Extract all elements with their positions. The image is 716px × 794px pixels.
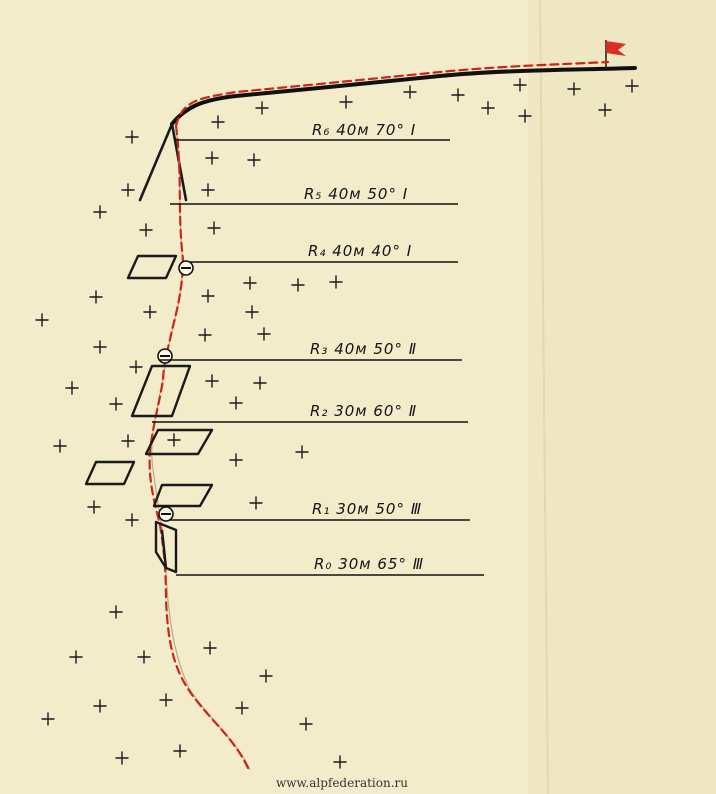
pitch-lines xyxy=(152,139,484,576)
pitch-labels: R₆ 40м 70° Ⅰ R₅ 40м 50° Ⅰ R₄ 40м 40° Ⅰ R… xyxy=(304,121,424,573)
scree-plus-mark xyxy=(229,453,243,467)
scree-plus-mark xyxy=(625,79,639,93)
scree-plus-mark xyxy=(567,82,581,96)
scree-plus-mark xyxy=(481,101,495,115)
scree-plus-mark xyxy=(203,641,217,655)
scree-plus-mark xyxy=(291,278,305,292)
scree-plus-mark xyxy=(65,381,79,395)
scree-plus-mark xyxy=(109,605,123,619)
pitch-label-r4: R₄ 40м 40° Ⅰ xyxy=(308,242,412,260)
scree-terrain-symbols xyxy=(35,78,639,769)
scree-plus-mark xyxy=(41,712,55,726)
scree-plus-mark xyxy=(173,744,187,758)
scree-plus-mark xyxy=(451,88,465,102)
paper-fold-crease xyxy=(539,0,549,794)
scree-plus-mark xyxy=(121,434,135,448)
scree-plus-mark xyxy=(115,751,129,765)
scree-plus-mark xyxy=(129,360,143,374)
scree-plus-mark xyxy=(207,221,221,235)
scree-plus-mark xyxy=(137,650,151,664)
scree-plus-mark xyxy=(159,693,173,707)
scree-plus-mark xyxy=(201,289,215,303)
scree-plus-mark xyxy=(299,717,313,731)
scree-plus-mark xyxy=(167,433,181,447)
red-dashed-route-line xyxy=(148,60,610,770)
scree-plus-mark xyxy=(53,439,67,453)
scree-plus-mark xyxy=(339,95,353,109)
scree-plus-mark xyxy=(121,183,135,197)
summit-ridge-line xyxy=(170,66,637,126)
scree-plus-mark xyxy=(255,101,269,115)
scree-plus-mark xyxy=(295,445,309,459)
pitch-label-r6: R₆ 40м 70° Ⅰ xyxy=(312,121,416,139)
anchor-icon xyxy=(158,506,174,522)
scree-plus-mark xyxy=(139,223,153,237)
scree-plus-mark xyxy=(235,701,249,715)
summit-flag-icon xyxy=(605,40,626,68)
scree-plus-mark xyxy=(93,205,107,219)
pitch-label-r1: R₁ 30м 50° Ⅲ xyxy=(312,500,422,518)
scree-plus-mark xyxy=(211,115,225,129)
pitch-label-r3: R₃ 40м 50° Ⅱ xyxy=(310,340,417,358)
scree-plus-mark xyxy=(257,327,271,341)
scree-plus-mark xyxy=(87,500,101,514)
scree-plus-mark xyxy=(201,183,215,197)
scree-plus-mark xyxy=(259,669,273,683)
scree-plus-mark xyxy=(205,151,219,165)
anchor-icon xyxy=(178,260,194,276)
scree-plus-mark xyxy=(243,276,257,290)
paper-fold-shade xyxy=(528,0,716,794)
scree-plus-mark xyxy=(245,305,259,319)
scree-plus-mark xyxy=(329,275,343,289)
scree-plus-mark xyxy=(249,496,263,510)
scree-plus-mark xyxy=(89,290,103,304)
scree-plus-mark xyxy=(93,340,107,354)
pitch-label-r5: R₅ 40м 50° Ⅰ xyxy=(304,185,408,203)
scree-plus-mark xyxy=(205,374,219,388)
scree-plus-mark xyxy=(69,650,83,664)
scree-plus-mark xyxy=(229,396,243,410)
scree-plus-mark xyxy=(333,755,347,769)
scree-plus-mark xyxy=(247,153,261,167)
pitch-label-r0: R₀ 30м 65° Ⅲ xyxy=(314,555,424,573)
scree-plus-mark xyxy=(403,85,417,99)
scree-plus-mark xyxy=(198,328,212,342)
scree-plus-mark xyxy=(253,376,267,390)
scree-plus-mark xyxy=(598,103,612,117)
scree-plus-mark xyxy=(518,109,532,123)
scree-plus-mark xyxy=(143,305,157,319)
pitch-label-r2: R₂ 30м 60° Ⅱ xyxy=(310,402,417,420)
scree-plus-mark xyxy=(513,78,527,92)
scree-plus-mark xyxy=(35,313,49,327)
scree-plus-mark xyxy=(93,699,107,713)
scree-plus-mark xyxy=(109,397,123,411)
watermark-text: www.alpfederation.ru xyxy=(276,776,408,790)
anchor-icon xyxy=(157,348,173,364)
scree-plus-mark xyxy=(125,513,139,527)
rock-slabs xyxy=(84,254,214,574)
scree-plus-mark xyxy=(125,130,139,144)
